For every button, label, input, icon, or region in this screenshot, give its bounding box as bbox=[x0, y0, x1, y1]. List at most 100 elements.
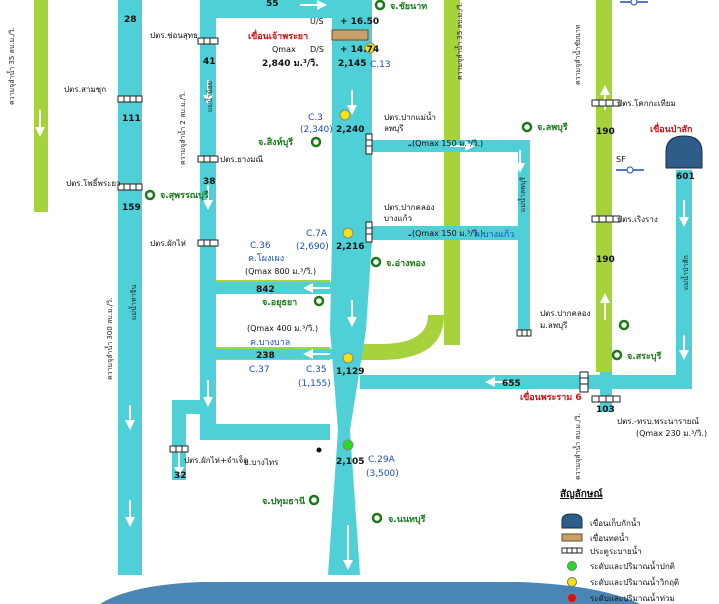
label-ayutthaya: จ.อยุธยา bbox=[262, 298, 297, 308]
label-regulator-7a: ปตร.ปากแม่น้ำ bbox=[384, 111, 436, 122]
province-chainat: จ.ชัยนาท bbox=[390, 1, 427, 12]
svg-text:ประตูระบายน้ำ: ประตูระบายน้ำ bbox=[590, 545, 642, 557]
regulator-9 bbox=[516, 329, 532, 337]
province-nonthaburi: จ.นนทบุรี bbox=[388, 514, 426, 525]
label-qmax-400: (Qmax 400 ม.³/วิ.) bbox=[247, 324, 318, 333]
label-regulator-5: ปตร.ผักไห่ bbox=[150, 239, 186, 248]
legend-reservoir: เขื่อนเก็บกักน้ำ bbox=[561, 513, 641, 529]
label-max-150-a: (Qmax 150 ม.³/วิ.) bbox=[412, 139, 483, 148]
bottom-link-channel bbox=[200, 424, 330, 440]
vlabel-5: ความจุลำน้ำชัยนาท bbox=[571, 24, 582, 85]
label-regulator-8b: บางแก้ว bbox=[384, 214, 412, 223]
flow-190-a: 190 bbox=[596, 127, 615, 137]
label-qmax-230: (Qmax 230 ม.³/วิ.) bbox=[636, 429, 707, 438]
label-qmax-800: (Qmax 800 ม.³/วิ.) bbox=[245, 267, 316, 276]
province-pathumthani: จ.ปทุมธานี bbox=[262, 496, 306, 507]
flow-190-b: 190 bbox=[596, 255, 615, 265]
province-suphanburi: จ.สุพรรณบุรี bbox=[160, 190, 209, 201]
label-regulator-9a: ปตร.ปากคลอง bbox=[540, 309, 591, 318]
channel-238 bbox=[216, 349, 334, 359]
regulator-6 bbox=[169, 445, 189, 453]
label-rama-6-dam: เขื่อนพระราม 6 bbox=[520, 390, 582, 403]
label-regulator-4: ปตร.ยางมณี bbox=[220, 155, 263, 164]
chao-phraya-barrage bbox=[331, 29, 369, 41]
label-c13: C.13 bbox=[370, 60, 391, 70]
vlabel-6: ความจุลำน้ำ ลบ.ม./วิ. bbox=[571, 413, 582, 480]
regulator-4 bbox=[197, 155, 219, 163]
flow-1129: 1,129 bbox=[336, 367, 364, 377]
regulator-10 bbox=[591, 99, 621, 107]
value-c3: (2,340) bbox=[300, 125, 333, 135]
label-regulator-3: ปตร.โพธิ์พระยา bbox=[66, 177, 121, 188]
dot-c7a bbox=[342, 227, 354, 239]
dash-b: - bbox=[408, 231, 412, 241]
bang-sai-point bbox=[316, 447, 322, 453]
label-max-150-b: (Qmax 150 ม.³/วิ.) bbox=[412, 229, 483, 238]
flow-arrows bbox=[35, 0, 689, 570]
label-regulator-8a: ปตร.ปากคลอง bbox=[384, 203, 435, 212]
label-sf: SF bbox=[616, 155, 626, 164]
flow-38: 38 bbox=[203, 177, 216, 187]
label-pasak-dam: เขื่อนป่าสัก bbox=[650, 122, 693, 135]
label-regulator-11: ปตร.เริงราง bbox=[617, 215, 658, 224]
dash-a: - bbox=[408, 141, 412, 151]
bang-kaeo-channel bbox=[372, 226, 530, 240]
label-regulator-12: ปตร.-ทรบ.พระนารายณ์ bbox=[617, 416, 699, 426]
dot-c3 bbox=[339, 109, 351, 121]
dot-c35 bbox=[342, 352, 354, 364]
flow-41: 41 bbox=[203, 57, 216, 67]
left-bank-strip bbox=[34, 0, 48, 212]
label-bang-ban: ค.บางบาล bbox=[250, 338, 290, 348]
regulator-5 bbox=[197, 239, 219, 247]
pasak-reservoir-icon bbox=[665, 135, 703, 169]
flow-103: 103 bbox=[596, 405, 615, 415]
value-c29a: (3,500) bbox=[366, 469, 399, 479]
legend-critical: ระดับและปริมาณน้ำวิกฤติ bbox=[567, 576, 679, 587]
flow-28: 28 bbox=[124, 15, 137, 25]
vlabel-lop-buri-river: แม่น้ำลพบุรี bbox=[516, 177, 527, 212]
label-regulator-9b: ม.ลพบุรี bbox=[540, 321, 568, 330]
flow-655: 655 bbox=[502, 379, 521, 389]
svg-text:ระดับและปริมาณน้ำวิกฤติ: ระดับและปริมาณน้ำวิกฤติ bbox=[590, 576, 679, 587]
province-markers bbox=[144, 0, 630, 524]
vlabel-tha-chin: แม่น้ำท่าจีน bbox=[127, 285, 138, 320]
flow-842: 842 bbox=[256, 285, 275, 295]
sea bbox=[100, 582, 640, 604]
flow-238: 238 bbox=[256, 351, 275, 361]
regulator-12 bbox=[591, 395, 621, 403]
svg-text:เขื่อนเก็บกักน้ำ: เขื่อนเก็บกักน้ำ bbox=[590, 517, 641, 528]
label-regulator-7b: ลพบุรี bbox=[384, 124, 404, 133]
label-us: U/S bbox=[310, 17, 324, 26]
flow-55: 55 bbox=[266, 0, 279, 9]
label-regulator-6: ปตร.ผักไห่+จำเจ็ด bbox=[184, 455, 248, 465]
regulator-pra-sak bbox=[579, 371, 589, 393]
label-regulator-1: ปตร.ช่อนสุทธ bbox=[150, 31, 198, 40]
label-c36: C.36 bbox=[250, 241, 271, 251]
phak-hai-channel bbox=[172, 400, 186, 480]
flow-2105: 2,105 bbox=[336, 457, 364, 467]
label-c37: C.37 bbox=[249, 365, 270, 375]
value-c35: (1,155) bbox=[298, 379, 331, 389]
label-c29a: C.29A bbox=[368, 455, 396, 465]
label-bang-kaeo: ค.บางแก้ว bbox=[474, 229, 514, 240]
flow-2216: 2,216 bbox=[336, 242, 364, 252]
legend-regulator: ประตูระบายน้ำ bbox=[561, 545, 642, 557]
regulator-11 bbox=[591, 215, 621, 223]
label-regulator-2: ปตร.สามชุก bbox=[64, 85, 106, 94]
vlabel-pasak-river: แม่น้ำป่าสัก bbox=[679, 255, 690, 290]
legend-normal: ระดับและปริมาณน้ำปกติ bbox=[567, 560, 675, 571]
label-c35: C.35 bbox=[306, 365, 327, 375]
label-chao-phraya-dam: เขื่อนเจ้าพระยา bbox=[248, 29, 308, 42]
regulator-3 bbox=[197, 37, 219, 45]
river-channels bbox=[118, 0, 692, 575]
sf-gauge-mid bbox=[616, 166, 644, 174]
province-angthong: จ.อ่างทอง bbox=[386, 258, 425, 269]
value-ds: + 14.74 bbox=[340, 45, 379, 55]
label-regulator-10: ปตร.โคกกะเทียม bbox=[617, 98, 676, 108]
regulator-2 bbox=[117, 183, 143, 191]
flow-32: 32 bbox=[174, 471, 187, 481]
province-lopburi: จ.ลพบุรี bbox=[537, 122, 568, 133]
flow-2240: 2,240 bbox=[336, 125, 364, 135]
chao-phraya-river bbox=[328, 0, 372, 575]
